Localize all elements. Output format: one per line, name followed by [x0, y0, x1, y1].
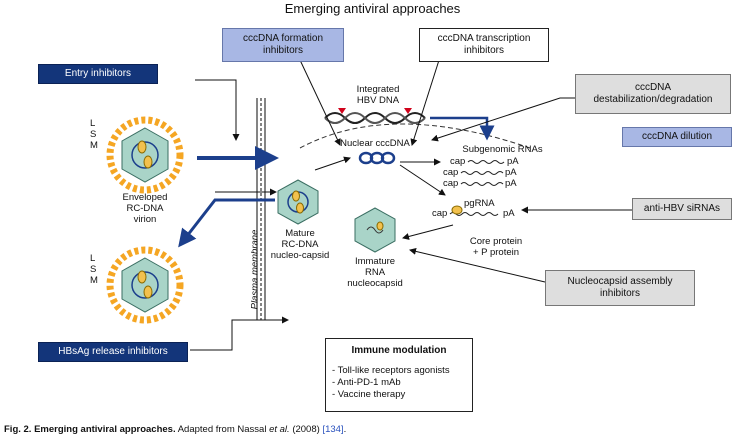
- cap-label: cap: [443, 178, 459, 189]
- enveloped-virion-bottom: [106, 246, 184, 324]
- core-protein-label: Core protein + P protein: [469, 236, 523, 258]
- immune-modulation-box: Immune modulation - Toll-like receptors …: [325, 338, 473, 412]
- m-protein-label: M: [90, 275, 98, 286]
- immature-nucleocapsid: [354, 207, 396, 253]
- integrated-hbv-dna: [324, 108, 426, 124]
- enveloped-virion-top: [106, 116, 184, 194]
- s-protein-label: S: [90, 129, 97, 140]
- mature-nucleocapsid: [277, 179, 319, 225]
- cap-label: cap: [443, 167, 459, 178]
- figure-caption: Fig. 2. Emerging antiviral approaches. A…: [4, 424, 346, 435]
- caption-year: (2008): [292, 424, 320, 435]
- diagram-title: Emerging antiviral approaches: [284, 1, 461, 16]
- nuclear-cccdna-label: Nuclear cccDNA: [340, 138, 410, 149]
- caption-period: .: [343, 424, 347, 435]
- caption-title: Emerging antiviral approaches.: [34, 424, 176, 435]
- entry-inhibitors-box: Entry inhibitors: [38, 64, 158, 84]
- caption-fig-number: Fig. 2.: [4, 424, 32, 435]
- pa-label: pA: [507, 156, 519, 167]
- mature-nucleocapsid-label: Mature RC-DNA nucleo-capsid: [270, 228, 330, 261]
- caption-etal: et al.: [269, 424, 290, 435]
- hbsag-release-box: HBsAg release inhibitors: [38, 342, 188, 362]
- anti-hbv-sirnas-box: anti-HBV siRNAs: [632, 198, 732, 220]
- immune-item: - Anti-PD-1 mAb: [332, 377, 401, 388]
- inhibition-arrows: [190, 56, 632, 351]
- m-protein-label: M: [90, 140, 98, 151]
- plasma-membrane-label: Plasma membrane: [249, 229, 261, 310]
- pgrna-polymerase: [451, 205, 463, 215]
- l-protein-label: L: [90, 118, 96, 129]
- subgenomic-rna-waves: [449, 160, 505, 216]
- plasma-membrane: [256, 98, 266, 320]
- nuclear-membrane: [299, 123, 531, 149]
- pgrna-label: pgRNA: [464, 198, 495, 209]
- immune-item: - Vaccine therapy: [332, 389, 406, 400]
- subgenomic-rnas-label: Subgenomic RNAs: [462, 144, 543, 155]
- integration-arrow: [430, 116, 495, 141]
- pa-label: pA: [503, 208, 515, 219]
- immune-modulation-title: Immune modulation: [351, 345, 447, 356]
- s-protein-label: S: [90, 264, 97, 275]
- pa-label: pA: [505, 167, 517, 178]
- cap-label: cap: [450, 156, 466, 167]
- cap-label: cap: [432, 208, 448, 219]
- enveloped-virion-label: Enveloped RC-DNA virion: [122, 192, 168, 225]
- immune-modulation-list: - Toll-like receptors agonists - Anti-PD…: [332, 365, 450, 401]
- immune-item: - Toll-like receptors agonists: [332, 365, 450, 376]
- caption-text: Adapted from Nassal: [177, 424, 267, 435]
- cccdna-transcription-box: cccDNA transcription inhibitors: [419, 28, 549, 62]
- cccdna-rings: [358, 151, 396, 165]
- integrated-hbv-dna-label: Integrated HBV DNA: [356, 84, 400, 106]
- release-pathway-arrow: [178, 198, 275, 248]
- l-protein-label: L: [90, 253, 96, 264]
- caption-reference-link[interactable]: [134]: [322, 424, 344, 435]
- pa-label: pA: [505, 178, 517, 189]
- nucleocapsid-assembly-box: Nucleocapsid assembly inhibitors: [545, 270, 695, 306]
- cccdna-formation-box: cccDNA formation inhibitors: [222, 28, 344, 62]
- immature-nucleocapsid-label: Immature RNA nucleocapsid: [347, 256, 403, 289]
- cccdna-destabilization-box: cccDNA destabilization/degradation: [575, 74, 731, 114]
- cccdna-dilution-box: cccDNA dilution: [622, 127, 732, 147]
